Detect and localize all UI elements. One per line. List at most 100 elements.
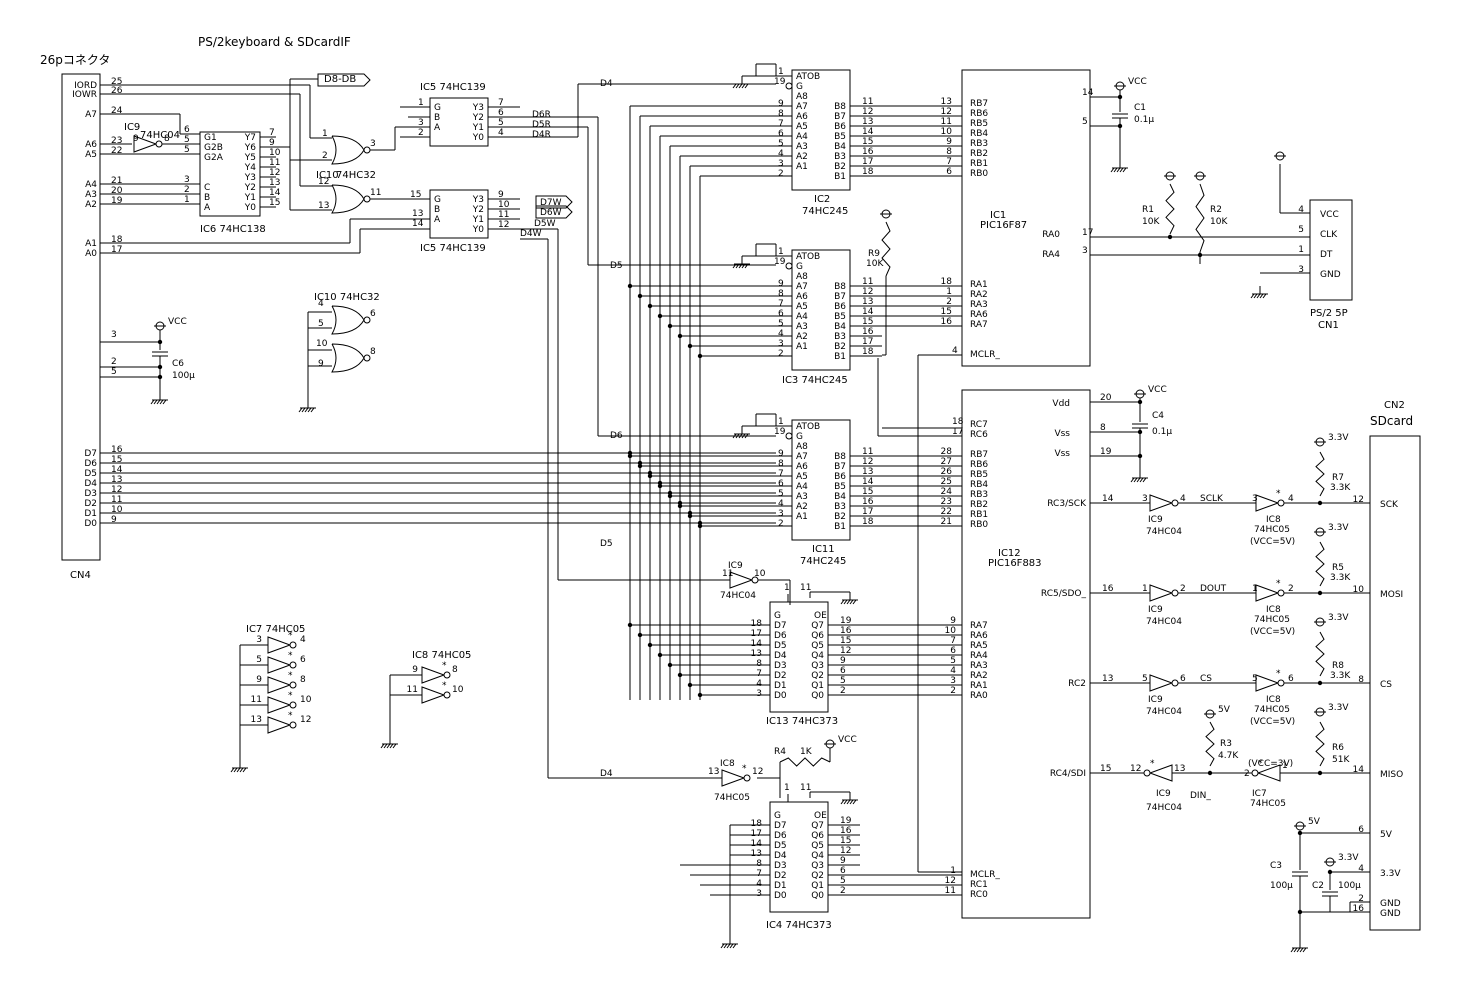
pin-num: 9	[412, 665, 418, 675]
ic9-inverter-spi	[1149, 674, 1174, 692]
pin-num: 11	[945, 886, 956, 896]
r3-label: R3	[1220, 739, 1232, 749]
pin-num: 3	[1142, 494, 1148, 504]
junction-dot	[627, 450, 633, 456]
pin-num: 16	[840, 626, 852, 636]
ic13-label: IC13 74HC373	[766, 716, 838, 727]
ic3-74hc245-pin-b5: B5	[834, 312, 846, 322]
signal-d5w: D5W	[534, 219, 556, 229]
ic12-pin-mclr_: MCLR_	[970, 870, 1000, 880]
ground-hatch	[242, 767, 247, 773]
pin-num: 1	[418, 98, 424, 108]
ic11-74hc245-pin-b8: B8	[834, 452, 846, 462]
ic13-74hc373-pin-q3: Q3	[811, 661, 824, 671]
ground-hatch	[723, 943, 728, 949]
ic11-74hc245-pin-a3: A3	[796, 492, 808, 502]
junction-dot	[657, 313, 663, 319]
ic1-pic16f87-body	[961, 69, 1091, 367]
ic2-74hc245-pin-a7: A7	[796, 102, 808, 112]
pin-num: 5	[778, 489, 784, 499]
pin-num: 12	[862, 457, 873, 467]
ic5b-pin-y2: Y2	[472, 205, 484, 215]
ic12-pin-rc0: RC0	[970, 890, 988, 900]
pin-num: 18	[862, 517, 874, 527]
pin-num: 2	[946, 297, 952, 307]
r5-label: R5	[1332, 563, 1344, 573]
ground-hatch	[1142, 477, 1147, 483]
pin-num: 1	[784, 583, 790, 593]
ground-hatch	[1299, 947, 1304, 953]
junction-dot	[157, 339, 163, 345]
pin-num: 12	[941, 107, 952, 117]
pin-num: 11	[269, 158, 280, 168]
ic10-gate-b	[331, 184, 365, 214]
ic12-ref: IC12	[998, 548, 1021, 559]
pin-num: 1	[946, 287, 952, 297]
pin-num: 1	[778, 247, 784, 257]
ground-hatch	[732, 83, 737, 89]
r6-value: 51K	[1332, 755, 1350, 765]
pin-num: 10	[300, 695, 312, 705]
r7-label: R7	[1332, 473, 1344, 483]
ground-hatch	[1256, 293, 1261, 299]
ic12-pin-rb1: RB1	[970, 510, 988, 520]
pin-num: 2	[840, 886, 846, 896]
ic5b-pin-y0: Y0	[472, 225, 484, 235]
pin-num: 9	[133, 134, 139, 144]
pin-num: 2	[184, 185, 190, 195]
ic12-pin-ra6: RA6	[970, 631, 988, 641]
pin-num: 10	[269, 148, 281, 158]
ground-hatch	[1133, 477, 1138, 483]
signal-d5: D5	[610, 261, 623, 271]
ic8-inverter-spi	[1255, 494, 1280, 512]
ps2-cn: CN1	[1318, 320, 1339, 331]
ic13-74hc373-pin-d3: D3	[774, 661, 787, 671]
ground-hatch	[849, 799, 854, 805]
pin-num: 10	[754, 569, 766, 579]
pin-num: 11	[800, 783, 811, 793]
ic6-pin-b: B	[204, 193, 210, 203]
c3-label: C3	[1270, 861, 1282, 871]
gate-bubble	[363, 316, 371, 324]
ic2-ref: IC2	[814, 194, 830, 205]
open-collector-mark: *	[1276, 489, 1281, 499]
ic4-label: IC4 74HC373	[766, 920, 832, 931]
net-cs: CS_	[1200, 674, 1217, 684]
pin-num: 15	[269, 198, 280, 208]
pin-num: 1	[1298, 245, 1304, 255]
ic3-74hc245-pin-a3: A3	[796, 322, 808, 332]
ic7-miso-ref: IC7	[1252, 789, 1267, 799]
pin-num: 3	[778, 339, 784, 349]
open-collector-mark: *	[288, 671, 293, 681]
junction-dot	[1117, 94, 1123, 100]
cn4-pin-num: 18	[111, 235, 123, 245]
pin-num: 15	[862, 317, 873, 327]
ground-hatch	[738, 83, 743, 89]
cn4-pin-d4: D4	[84, 479, 97, 489]
labels: PS/2keyboard & SDcardIF 26pコネクタ CN4 D8-D…	[40, 35, 1413, 931]
pullup-resistor	[1315, 631, 1325, 677]
ground-hatch	[1302, 947, 1307, 953]
sd-pin-cs: CS	[1380, 680, 1392, 690]
pin-num: 3	[1082, 246, 1088, 256]
pin-num: 13	[708, 767, 719, 777]
v33-pullup-label: 3.3V	[1328, 523, 1349, 533]
sd-pin-5v: 5V	[1380, 830, 1393, 840]
ground-hatch	[738, 433, 743, 439]
ic5a-pin-a: A	[434, 123, 441, 133]
ic9-spi-ref: IC9	[1148, 515, 1163, 525]
pin-num: 8	[164, 134, 170, 144]
cn4-pin-num: 2	[111, 357, 117, 367]
ground-hatch	[1119, 167, 1124, 173]
inverter-bubble	[1171, 679, 1179, 687]
ic2-74hc245-pin-a2: A2	[796, 152, 808, 162]
ground-hatch	[735, 263, 740, 269]
pin-num: 10	[1353, 585, 1365, 595]
ic8-spi-vcc: (VCC=5V)	[1250, 717, 1295, 727]
pin-num: 8	[300, 675, 306, 685]
pin-num: 6	[184, 125, 190, 135]
pin-num: 14	[1353, 765, 1365, 775]
r3-value: 4.7K	[1218, 751, 1239, 761]
pin-num: 9	[840, 656, 846, 666]
pin-num: 6	[498, 108, 504, 118]
